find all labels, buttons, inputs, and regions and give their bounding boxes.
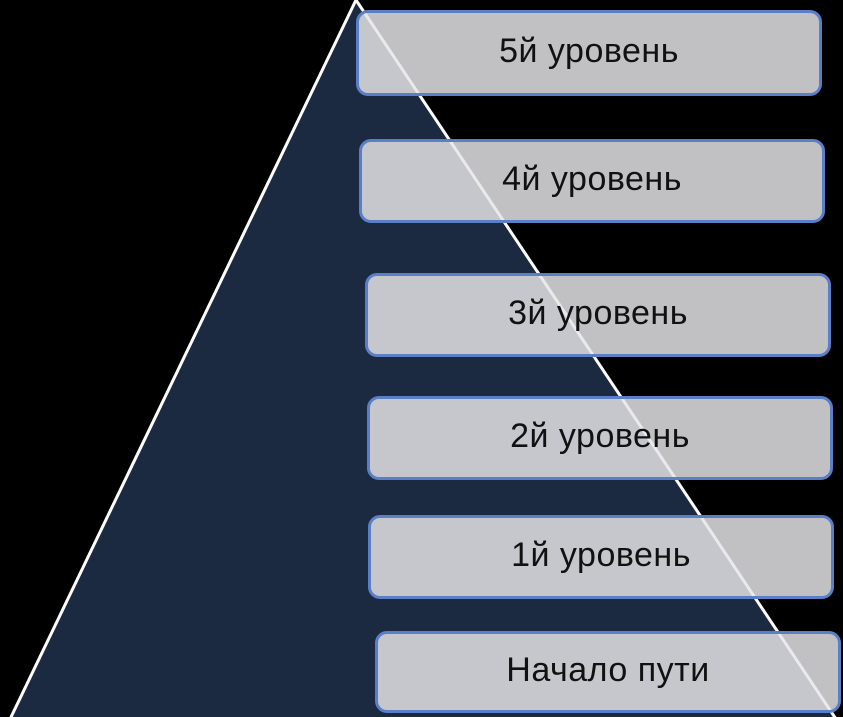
- level-3-label: 3й уровень: [508, 294, 688, 332]
- level-1-label: 1й уровень: [511, 536, 691, 574]
- level-1-box: 1й уровень: [368, 515, 834, 599]
- level-5-box: 5й уровень: [356, 10, 822, 96]
- level-2-label: 2й уровень: [510, 417, 690, 455]
- level-start-label: Начало пути: [506, 651, 710, 689]
- level-2-box: 2й уровень: [367, 396, 833, 480]
- level-4-box: 4й уровень: [359, 139, 825, 223]
- level-3-box: 3й уровень: [365, 273, 831, 357]
- level-4-label: 4й уровень: [502, 160, 682, 198]
- level-start-box: Начало пути: [375, 631, 841, 713]
- level-5-label: 5й уровень: [499, 32, 679, 70]
